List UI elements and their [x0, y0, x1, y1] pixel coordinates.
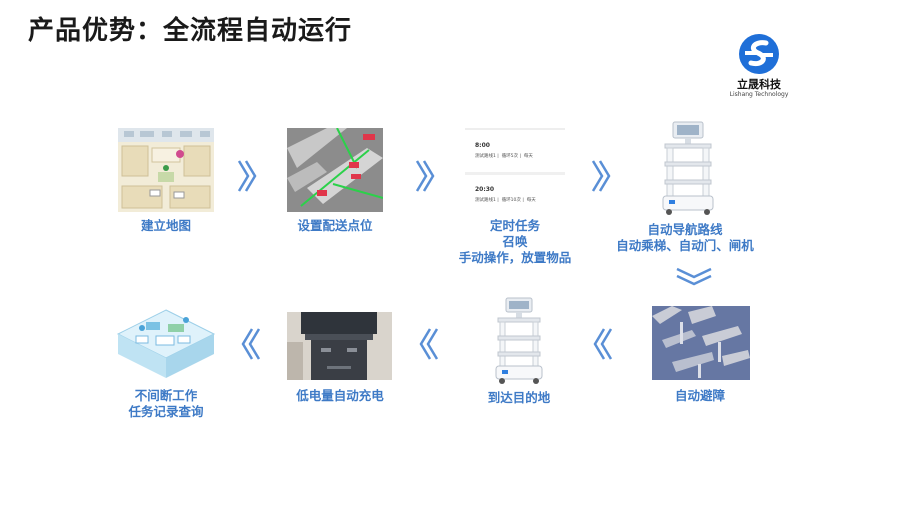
continuous-work-thumbnail	[116, 306, 216, 382]
logo-mark-icon	[739, 34, 779, 74]
chevron-right-icon	[237, 160, 257, 192]
step-label-auto-navigation: 自动导航路线 自动乘梯、自动门、闸机	[616, 222, 754, 253]
step-label-arrive-destination: 到达目的地	[487, 390, 551, 405]
logo-name-en: Lishang Technology	[729, 91, 789, 98]
delivery-robot-image	[655, 120, 721, 216]
delivery-points-thumbnail	[287, 128, 383, 212]
schedule-detail: 测试路线1 | 循环5次 | 每天	[475, 154, 533, 159]
schedule-time: 8:00	[475, 142, 490, 149]
chevron-down-icon	[676, 267, 712, 286]
logo-name-cn: 立晟科技	[737, 78, 781, 91]
schedule-time: 20:30	[475, 186, 495, 193]
schedule-detail: 测试路线1 | 循环10次 | 每天	[475, 198, 536, 203]
step-label-set-delivery-points: 设置配送点位	[297, 218, 373, 233]
schedule-thumbnail: 8:00 测试路线1 | 循环5次 | 每天 20:30 测试路线1 | 循环1…	[465, 128, 565, 212]
charging-station-thumbnail	[287, 312, 392, 380]
step-label-auto-charging: 低电量自动充电	[296, 388, 384, 403]
chevron-left-icon	[419, 328, 439, 360]
chevron-right-icon	[591, 160, 611, 192]
page-title: 产品优势：全流程自动运行	[28, 16, 353, 46]
chevron-left-icon	[241, 328, 261, 360]
chevron-left-icon	[593, 328, 613, 360]
step-label-obstacle-avoidance: 自动避障	[674, 388, 725, 403]
map-thumbnail	[118, 128, 214, 212]
arrived-robot-image	[486, 296, 552, 386]
obstacle-avoidance-thumbnail	[652, 306, 750, 380]
company-logo: 立晟科技 Lishang Technology	[718, 32, 800, 102]
step-label-scheduled-task: 定时任务 召唤 手动操作，放置物品	[458, 218, 572, 265]
step-label-build-map: 建立地图	[140, 218, 191, 233]
step-label-continuous-work: 不间断工作 任务记录查询	[128, 388, 204, 419]
chevron-right-icon	[415, 160, 435, 192]
